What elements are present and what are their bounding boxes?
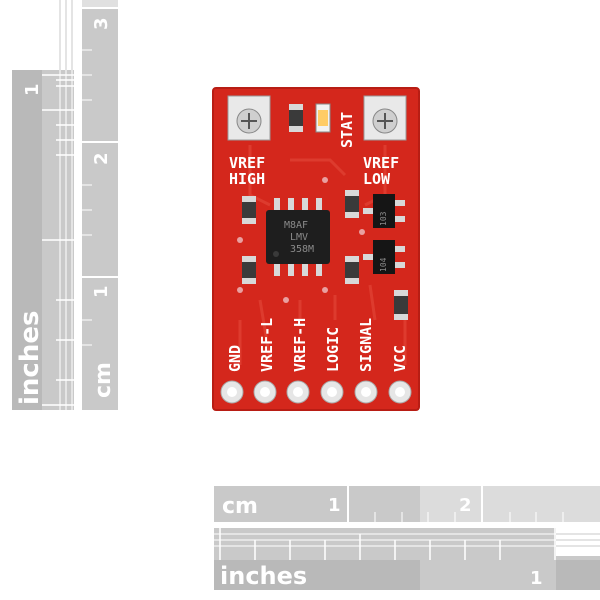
traces xyxy=(238,145,407,365)
header-pads xyxy=(220,380,412,404)
resistor-code-2: 104 xyxy=(379,257,388,272)
h-inch-horizontal-rules xyxy=(214,533,600,547)
vref-low-label-1: VREF xyxy=(363,154,399,172)
h-cm-ticks xyxy=(374,512,564,522)
inches-label: inches xyxy=(15,311,45,405)
chip-text-2: LMV xyxy=(290,232,308,243)
cm-strip xyxy=(82,0,118,410)
cm-label: cm xyxy=(91,362,116,398)
h-inch-end-rules xyxy=(556,533,600,547)
trimpot-left xyxy=(227,95,271,141)
op-amp-chip xyxy=(266,210,330,264)
capacitor-top xyxy=(289,104,303,132)
vias xyxy=(237,177,365,303)
chip-text-3: 358M xyxy=(290,244,314,255)
h-inch-end xyxy=(556,528,600,556)
horizontal-ruler: cm 1 2 inches 1 xyxy=(214,486,600,590)
vref-low-label-2: LOW xyxy=(363,170,391,188)
h-inch-ticks xyxy=(219,528,556,560)
h-inch-number-1: 1 xyxy=(530,568,543,589)
vref-high-label-1: VREF xyxy=(229,154,265,172)
vref-high-label-2: HIGH xyxy=(229,170,265,188)
h-cm-number-2: 2 xyxy=(459,495,472,516)
cm-ticks xyxy=(82,49,92,346)
cm-dividers xyxy=(82,7,118,278)
pin-label-vref-h: VREF-H xyxy=(291,318,309,372)
inch-number-1: 1 xyxy=(22,83,43,96)
h-cm-label: cm xyxy=(222,494,258,519)
passive-components xyxy=(242,190,408,320)
chip-text-1: M8AF xyxy=(284,220,308,231)
chip-legs xyxy=(274,198,322,276)
stat-label: STAT xyxy=(338,112,356,148)
cm-number-2: 2 xyxy=(91,152,112,165)
trimpot-right xyxy=(363,95,407,141)
cm-number-3: 3 xyxy=(91,17,112,30)
breakout-board: STAT VREF HIGH VREF LOW M8AF LMV 358M xyxy=(212,87,420,411)
cm-number-1: 1 xyxy=(91,285,112,298)
h-inches-label: inches xyxy=(220,562,307,590)
pin-label-gnd: GND xyxy=(226,345,244,372)
h-cm-dividers xyxy=(347,486,483,522)
pin-label-signal: SIGNAL xyxy=(357,318,375,372)
inch-ticks xyxy=(42,74,74,406)
h-cm-number-1: 1 xyxy=(328,495,341,516)
resistor-code-1: 103 xyxy=(379,211,388,226)
pin-label-vcc: VCC xyxy=(391,345,409,372)
vertical-ruler: inches 1 3 2 1 cm xyxy=(12,0,118,410)
inch-top-rules xyxy=(59,0,73,70)
pin-label-vref-l: VREF-L xyxy=(258,318,276,372)
pin-label-logic: LOGIC xyxy=(324,327,342,372)
h-inches-band-light xyxy=(420,560,556,590)
cm-strip-top xyxy=(82,0,118,8)
inches-label-band xyxy=(12,70,42,410)
